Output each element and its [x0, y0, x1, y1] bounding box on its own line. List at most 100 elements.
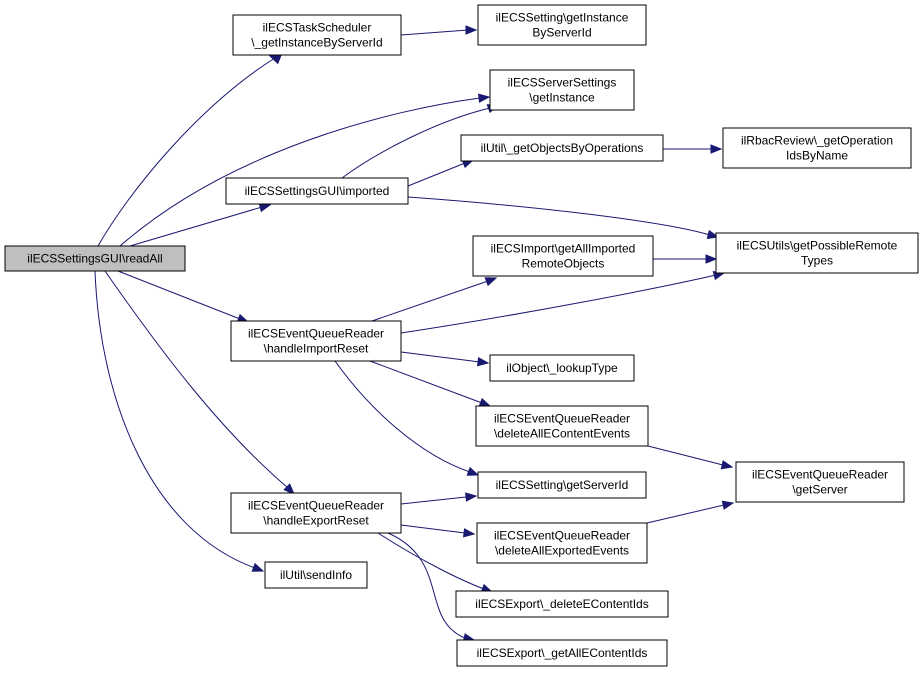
- edge-readAll-to-imported: [129, 206, 263, 247]
- node-box-taskScheduler: [232, 14, 402, 56]
- edge-imported-to-possibleRemoteTypes: [407, 196, 711, 236]
- node-label-deleteAllExported-1: \deleteAllExportedEvents: [495, 544, 629, 558]
- node-label-imported-0: ilECSSettingsGUI\imported: [245, 184, 390, 198]
- node-box-getServerId: [477, 471, 647, 499]
- arrowhead-getObjectsByOps-to-rbacReview: [710, 144, 723, 154]
- arrowhead-handleExportReset-to-getServerId: [465, 492, 478, 502]
- node-getAllEContentIds[interactable]: ilECSExport\_getAllEContentIds: [456, 639, 668, 667]
- node-getObjectsByOps[interactable]: ilUtil\_getObjectsByOperations: [460, 134, 664, 162]
- node-handleImportReset[interactable]: ilECSEventQueueReader\handleImportReset: [230, 320, 402, 362]
- node-label-deleteEContentIds-0: ilECSExport\_deleteEContentIds: [475, 597, 648, 611]
- node-box-settingGetInstance: [477, 4, 647, 46]
- node-box-deleteEContentIds: [455, 590, 669, 618]
- node-taskScheduler[interactable]: ilECSTaskScheduler\_getInstanceByServerI…: [232, 14, 402, 56]
- node-deleteEContentIds[interactable]: ilECSExport\_deleteEContentIds: [455, 590, 669, 618]
- arrowhead-readAll-to-handleExportReset: [283, 483, 295, 495]
- edge-handleImportReset-to-lookupType: [400, 351, 481, 363]
- node-handleExportReset[interactable]: ilECSEventQueueReader\handleExportReset: [230, 492, 402, 534]
- edge-readAll-to-sendInfo: [94, 270, 256, 569]
- edge-deleteAllExported-to-getServer: [646, 504, 725, 524]
- node-settingGetInstance[interactable]: ilECSSetting\getInstanceByServerId: [477, 4, 647, 46]
- node-label-handleExportReset-0: ilECSEventQueueReader: [248, 499, 384, 513]
- arrowhead-readAll-to-taskScheduler: [268, 55, 282, 65]
- arrowhead-taskScheduler-to-settingGetInstance: [465, 25, 478, 35]
- arrowhead-handleImportReset-to-deleteAllEContent: [478, 397, 492, 407]
- node-label-possibleRemoteTypes-0: ilECSUtils\getPossibleRemote: [737, 239, 898, 253]
- nodes: ilECSSettingsGUI\readAll ilECSTaskSchedul…: [4, 4, 919, 667]
- node-label-deleteAllEContent-1: \deleteAllEContentEvents: [494, 427, 630, 441]
- node-box-lookupType: [489, 354, 635, 382]
- node-readAll[interactable]: ilECSSettingsGUI\readAll: [4, 245, 186, 272]
- node-box-sendInfo: [264, 561, 368, 589]
- edge-taskScheduler-to-settingGetInstance: [400, 29, 469, 36]
- node-box-getAllEContentIds: [456, 639, 668, 667]
- node-label-deleteAllExported-0: ilECSEventQueueReader: [494, 529, 630, 543]
- node-label-getAllEContentIds-0: ilECSExport\_getAllEContentIds: [477, 646, 648, 660]
- edge-handleExportReset-to-getAllEContentIds: [387, 532, 466, 639]
- arrowhead-readAll-to-serverSettings: [478, 93, 491, 103]
- node-label-rbacReview-0: ilRbacReview\_getOperation: [741, 134, 893, 148]
- node-label-sendInfo-0: ilUtil\sendInfo: [280, 568, 352, 582]
- node-box-readAll: [4, 245, 186, 272]
- edge-imported-to-getObjectsByOps: [407, 162, 466, 187]
- node-label-serverSettings-0: ilECSServerSettings: [508, 76, 617, 90]
- node-label-settingGetInstance-1: ByServerId: [532, 26, 591, 40]
- node-box-deleteAllExported: [476, 522, 648, 564]
- node-label-settingGetInstance-0: ilECSSetting\getInstance: [496, 11, 629, 25]
- edge-readAll-to-handleExportReset: [104, 270, 289, 489]
- node-label-handleExportReset-1: \handleExportReset: [263, 514, 369, 528]
- arrowhead-handleImportReset-to-getServerId: [466, 466, 480, 476]
- node-label-deleteAllEContent-0: ilECSEventQueueReader: [494, 412, 630, 426]
- node-label-taskScheduler-1: \_getInstanceByServerId: [251, 36, 382, 50]
- node-box-deleteAllEContent: [475, 405, 649, 447]
- node-label-handleImportReset-1: \handleImportReset: [264, 342, 369, 356]
- node-box-rbacReview: [722, 127, 912, 169]
- arrowhead-readAll-to-imported: [258, 202, 272, 213]
- node-label-handleImportReset-0: ilECSEventQueueReader: [248, 327, 384, 341]
- arrowhead-importGetAll-to-possibleRemoteTypes: [705, 254, 718, 264]
- arrowhead-deleteAllExported-to-getServer: [721, 500, 735, 510]
- node-label-getObjectsByOps-0: ilUtil\_getObjectsByOperations: [481, 141, 644, 155]
- node-box-handleExportReset: [230, 492, 402, 534]
- node-deleteAllExported[interactable]: ilECSEventQueueReader\deleteAllExportedE…: [476, 522, 648, 564]
- edge-handleImportReset-to-getServerId: [334, 360, 471, 473]
- node-serverSettings[interactable]: ilECSServerSettings\getInstance: [489, 69, 635, 111]
- edge-handleImportReset-to-importGetAll: [371, 280, 489, 322]
- edge-handleImportReset-to-deleteAllEContent: [369, 360, 483, 404]
- node-deleteAllEContent[interactable]: ilECSEventQueueReader\deleteAllEContentE…: [475, 405, 649, 447]
- edge-handleImportReset-to-possibleRemoteTypes: [400, 274, 717, 334]
- node-box-handleImportReset: [230, 320, 402, 362]
- node-lookupType[interactable]: ilObject\_lookupType: [489, 354, 635, 382]
- arrowhead-deleteAllEContent-to-getServer: [720, 460, 734, 470]
- node-label-getServerId-0: ilECSSetting\getServerId: [496, 478, 629, 492]
- arrowhead-handleImportReset-to-lookupType: [476, 356, 490, 367]
- node-label-getServer-0: ilECSEventQueueReader: [752, 468, 888, 482]
- edge-deleteAllEContent-to-getServer: [647, 445, 724, 466]
- edge-handleExportReset-to-deleteAllExported: [400, 524, 466, 534]
- node-getServerId[interactable]: ilECSSetting\getServerId: [477, 471, 647, 499]
- node-box-serverSettings: [489, 69, 635, 111]
- edge-readAll-to-taskScheduler: [97, 57, 276, 247]
- node-label-getServer-1: \getServer: [792, 483, 847, 497]
- arrowhead-readAll-to-sendInfo: [251, 562, 265, 572]
- node-label-taskScheduler-0: ilECSTaskScheduler: [263, 21, 372, 35]
- node-box-getServer: [735, 461, 905, 503]
- edge-handleExportReset-to-getServerId: [400, 496, 467, 505]
- node-box-getObjectsByOps: [460, 134, 664, 162]
- node-label-importGetAll-0: ilECSImport\getAllImported: [491, 242, 636, 256]
- edge-imported-to-serverSettings: [341, 107, 491, 179]
- node-label-lookupType-0: ilObject\_lookupType: [506, 361, 618, 375]
- node-getServer[interactable]: ilECSEventQueueReader\getServer: [735, 461, 905, 503]
- node-label-possibleRemoteTypes-1: Types: [801, 254, 833, 268]
- edge-readAll-to-handleImportReset: [117, 270, 241, 320]
- node-box-importGetAll: [472, 235, 654, 277]
- node-label-rbacReview-1: IdsByName: [786, 149, 848, 163]
- node-sendInfo[interactable]: ilUtil\sendInfo: [264, 561, 368, 589]
- node-label-importGetAll-1: RemoteObjects: [522, 257, 605, 271]
- node-imported[interactable]: ilECSSettingsGUI\imported: [225, 177, 409, 205]
- arrowhead-handleImportReset-to-importGetAll: [484, 277, 498, 287]
